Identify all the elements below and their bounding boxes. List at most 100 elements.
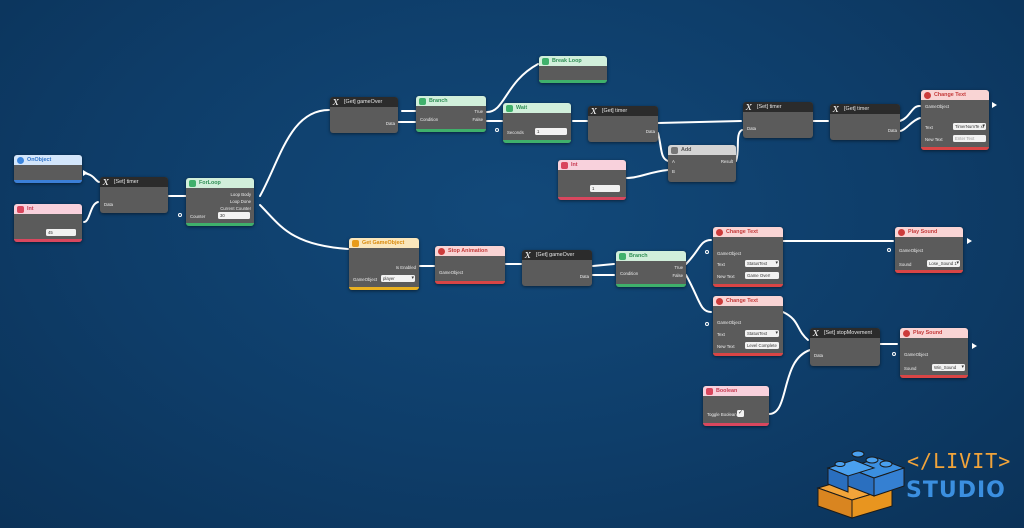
get-timer-node-2[interactable]: X[Get] timer Data (830, 104, 900, 140)
node-footer-bar (921, 147, 989, 150)
counter-input[interactable]: 30 (218, 212, 250, 219)
play-sound-node-a[interactable]: Play Sound GameObject Sound Lose_Sound 1 (895, 227, 963, 273)
forloop-node[interactable]: ForLoop Loop Body Loop Done Current Coun… (186, 178, 254, 226)
set-stopmovement-node[interactable]: X[Set] stopMovement Data (810, 328, 880, 366)
gameobject-in-pin[interactable] (887, 248, 891, 252)
sound-label: Sound (899, 262, 912, 267)
set-timer-node-2[interactable]: X[Set] timer Data (743, 102, 813, 138)
play-sound-header[interactable]: Play Sound (900, 328, 968, 338)
text-select[interactable]: StatusText (745, 330, 779, 337)
set-timer-header[interactable]: X[Set] timer (743, 102, 813, 112)
boolean-node[interactable]: Boolean Toggle Boolean ✓ (703, 386, 769, 426)
change-text-header[interactable]: Change Text (921, 90, 989, 100)
set-timer-node-1[interactable]: X[Set] timer Data (100, 177, 168, 213)
play-sound-header[interactable]: Play Sound (895, 227, 963, 237)
break-icon (542, 57, 549, 65)
get-gameover-header[interactable]: X[Get] gameOver (330, 97, 398, 107)
int-node-mid[interactable]: Int 1 (558, 160, 626, 200)
forloop-header[interactable]: ForLoop (186, 178, 254, 188)
onobject-node-header[interactable]: OnObject (14, 155, 82, 165)
exec-out-pin[interactable] (967, 238, 972, 244)
get-gameover-node-1[interactable]: X[Get] gameOver Data (330, 97, 398, 133)
toggle-checkbox[interactable]: ✓ (737, 410, 744, 417)
data-label: Data (887, 128, 897, 133)
wait-node[interactable]: Wait Seconds 1 (503, 103, 571, 143)
condition-label: Condition (620, 271, 639, 276)
gameobject-in-pin[interactable] (705, 250, 709, 254)
branch-icon (619, 252, 626, 260)
node-footer-bar (435, 281, 505, 284)
set-stopmovement-header[interactable]: X[Set] stopMovement (810, 328, 880, 338)
data-label: Data (747, 126, 757, 131)
gameobject-in-pin[interactable] (892, 352, 896, 356)
branch-node-2[interactable]: Branch True False Condition (616, 251, 686, 287)
change-text-node-a[interactable]: Change Text GameObject Text StatusText N… (713, 227, 783, 287)
break-loop-node[interactable]: Break Loop (539, 56, 607, 83)
wait-header[interactable]: Wait (503, 103, 571, 113)
node-footer-bar (713, 353, 783, 356)
database-icon (561, 161, 568, 169)
exec-out-pin[interactable] (992, 102, 997, 108)
branch-node-1[interactable]: Branch True False Condition (416, 96, 486, 132)
set-timer-header[interactable]: X[Set] timer (100, 177, 168, 187)
branch-header[interactable]: Branch (416, 96, 486, 106)
node-title: Play Sound (913, 330, 943, 336)
sound-select[interactable]: Lose_Sound 1 (927, 260, 960, 267)
change-text-node-b[interactable]: Change Text GameObject Text StatusText N… (713, 296, 783, 356)
node-title: [Set] timer (114, 179, 139, 185)
variable-x-icon: X (746, 102, 752, 112)
stop-animation-header[interactable]: Stop Animation (435, 246, 505, 256)
int-value-input[interactable]: 1 (590, 185, 620, 192)
new-text-label: New Text (925, 137, 943, 142)
stop-animation-node[interactable]: Stop Animation GameObject (435, 246, 505, 284)
node-title: Break Loop (552, 58, 582, 64)
database-icon (706, 387, 713, 395)
action-icon (716, 228, 723, 236)
variable-x-icon: X (333, 97, 339, 107)
int-value-input[interactable]: 45 (46, 229, 76, 236)
get-timer-header[interactable]: X[Get] timer (588, 106, 658, 116)
variable-x-icon: X (591, 106, 597, 116)
calculator-icon (671, 146, 678, 154)
node-title: Change Text (934, 92, 966, 98)
toggle-boolean-label: Toggle Boolean (707, 412, 737, 417)
text-select[interactable]: StatusText (745, 260, 779, 267)
get-gameobject-header[interactable]: Get GameObject (349, 238, 419, 248)
change-text-header[interactable]: Change Text (713, 296, 783, 306)
wire (899, 117, 921, 132)
change-text-node-top[interactable]: Change Text GameObject Text TimerNumTe x… (921, 90, 989, 150)
new-text-input[interactable]: Level Complete (745, 342, 779, 349)
new-text-input[interactable]: Enter Text (953, 135, 986, 142)
get-gameover-header[interactable]: X[Get] gameOver (522, 250, 592, 260)
gameobject-select[interactable]: player (381, 275, 415, 282)
get-timer-node[interactable]: X[Get] timer Data (588, 106, 658, 142)
new-text-input[interactable]: Game Over! (745, 272, 779, 279)
seconds-in-pin[interactable] (495, 128, 499, 132)
seconds-input[interactable]: 1 (535, 128, 567, 135)
text-select[interactable]: TimerNumTe xt (953, 123, 986, 130)
sound-label: Sound (904, 366, 917, 371)
onobject-node[interactable]: OnObject (14, 155, 88, 183)
gameobject-label: GameObject (439, 270, 464, 275)
wire (486, 63, 539, 113)
play-sound-node-b[interactable]: Play Sound GameObject Sound Win_Sound (900, 328, 968, 378)
int-node-left[interactable]: Int 45 (14, 204, 82, 242)
break-loop-header[interactable]: Break Loop (539, 56, 607, 66)
int-node-header[interactable]: Int (14, 204, 82, 214)
boolean-header[interactable]: Boolean (703, 386, 769, 396)
gameobject-in-pin[interactable] (705, 322, 709, 326)
counter-in-pin[interactable] (178, 213, 182, 217)
get-timer-header[interactable]: X[Get] timer (830, 104, 900, 114)
int-node-header[interactable]: Int (558, 160, 626, 170)
get-gameobject-node[interactable]: Get GameObject Is Enabled GameObject pla… (349, 238, 419, 290)
node-footer-bar (539, 80, 607, 83)
exec-out-pin[interactable] (83, 170, 88, 176)
add-header[interactable]: Add (668, 145, 736, 155)
get-gameover-node-2[interactable]: X[Get] gameOver Data (522, 250, 592, 286)
sound-select[interactable]: Win_Sound (932, 364, 965, 371)
exec-out-pin[interactable] (972, 343, 977, 349)
branch-header[interactable]: Branch (616, 251, 686, 261)
change-text-header[interactable]: Change Text (713, 227, 783, 237)
node-title: Change Text (726, 229, 758, 235)
add-node[interactable]: Add A B Result (668, 145, 736, 182)
